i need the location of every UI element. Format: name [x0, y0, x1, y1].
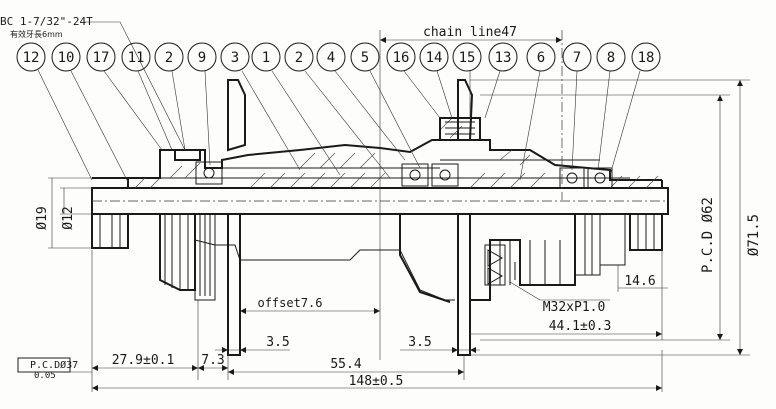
balloon-5: 2	[154, 42, 184, 72]
balloon-4: 11	[121, 42, 151, 72]
balloon-1: 12	[16, 42, 46, 72]
dim-3-5-right-label: 3.5	[408, 335, 431, 350]
dim-148-label: 148±0.5	[349, 374, 404, 389]
svg-text:15: 15	[459, 50, 476, 66]
svg-text:5: 5	[361, 50, 369, 66]
svg-text:17: 17	[93, 50, 110, 66]
dim-44-1-label: 44.1±0.3	[549, 319, 612, 334]
offset-label: offset7.6	[257, 296, 322, 310]
svg-text:2: 2	[165, 50, 173, 66]
balloon-3: 17	[86, 42, 116, 72]
dim-7-3-label: 7.3	[201, 353, 224, 368]
dim-3-5-left-label: 3.5	[266, 335, 289, 350]
left-flange	[227, 79, 246, 152]
balloon-15: 13	[488, 42, 518, 72]
right-cap-ribs	[637, 214, 655, 250]
seal-left	[174, 149, 201, 161]
balloon-17: 7	[562, 42, 592, 72]
phi19-label: Ø19	[35, 206, 50, 229]
svg-text:6: 6	[537, 50, 545, 66]
balloon-8: 1	[251, 42, 281, 72]
phi71-5-label: Ø71.5	[746, 214, 762, 256]
balloon-18: 8	[596, 42, 626, 72]
svg-text:2: 2	[295, 50, 303, 66]
chain-line-dimension: chain line47	[379, 25, 563, 360]
svg-text:3: 3	[231, 50, 239, 66]
svg-text:4: 4	[327, 50, 335, 66]
svg-text:11: 11	[128, 50, 145, 66]
pcd62-label: P.C.D Ø62	[700, 197, 716, 273]
hub-shell-upper	[128, 139, 662, 181]
svg-text:16: 16	[393, 50, 410, 66]
svg-text:9: 9	[198, 50, 206, 66]
left-flange-lower	[227, 214, 241, 356]
balloons: 12 10 17 11 2 9 3 1 2 4 5 16 14 15 13 6 …	[16, 42, 661, 72]
tolerance-label: 0.05	[34, 371, 56, 381]
right-flange-lower	[457, 214, 471, 356]
balloon-16: 6	[526, 42, 556, 72]
dim-14-6: 14.6	[617, 250, 668, 292]
pcd37-callout: P.C.DØ37 0.05	[17, 357, 92, 381]
pcd37-label: P.C.DØ37	[30, 359, 78, 371]
svg-text:18: 18	[638, 50, 655, 66]
dim-3-5-left: 3.5	[215, 335, 290, 353]
bottom-dimensions: 27.9±0.1 7.3 55.4 148±0.5	[91, 250, 663, 392]
balloon-6: 9	[187, 42, 217, 72]
m32-label: M32xP1.0	[543, 300, 606, 315]
svg-text:1: 1	[262, 50, 270, 66]
balloon-2: 10	[51, 42, 81, 72]
balloon-9: 2	[284, 42, 314, 72]
svg-text:14: 14	[426, 50, 443, 66]
balloon-13: 14	[419, 42, 449, 72]
svg-text:7: 7	[573, 50, 581, 66]
offset-dimension: offset7.6	[240, 296, 380, 314]
phi12-label: Ø12	[61, 206, 76, 229]
ratchet-detail	[484, 244, 521, 286]
balloon-10: 4	[316, 42, 346, 72]
left-diameter-dims: Ø19 Ø12	[35, 177, 92, 249]
balloon-19: 18	[631, 42, 661, 72]
dim-14-6-label: 14.6	[624, 274, 655, 289]
m32-thread-callout: M32xP1.0	[509, 281, 610, 315]
svg-text:13: 13	[495, 50, 512, 66]
bearings	[195, 161, 613, 189]
balloon-11: 5	[350, 42, 380, 72]
leader-lines	[37, 21, 641, 183]
dim-55-4-label: 55.4	[330, 357, 361, 372]
balloon-7: 3	[220, 42, 250, 72]
balloon-14: 15	[452, 42, 482, 72]
dim-27-9-label: 27.9±0.1	[112, 353, 175, 368]
balloon-12: 16	[386, 42, 416, 72]
thread-note-label: 有效牙長6mm	[10, 29, 63, 39]
thread-spec-label: BC 1-7/32"-24T	[0, 15, 93, 28]
svg-text:8: 8	[607, 50, 615, 66]
pawl-housing	[439, 117, 481, 141]
right-diameter-dims: P.C.D Ø62 Ø71.5	[470, 79, 762, 356]
left-cap-ribs	[99, 214, 121, 248]
chain-line-label: chain line47	[423, 25, 517, 40]
freehub-lower	[469, 214, 576, 301]
dim-44-1: 44.1±0.3	[470, 292, 663, 340]
svg-text:12: 12	[23, 50, 40, 66]
svg-text:10: 10	[58, 50, 75, 66]
dim-3-5-right: 3.5	[400, 335, 480, 353]
hub-shell-lower-mid	[194, 239, 455, 301]
